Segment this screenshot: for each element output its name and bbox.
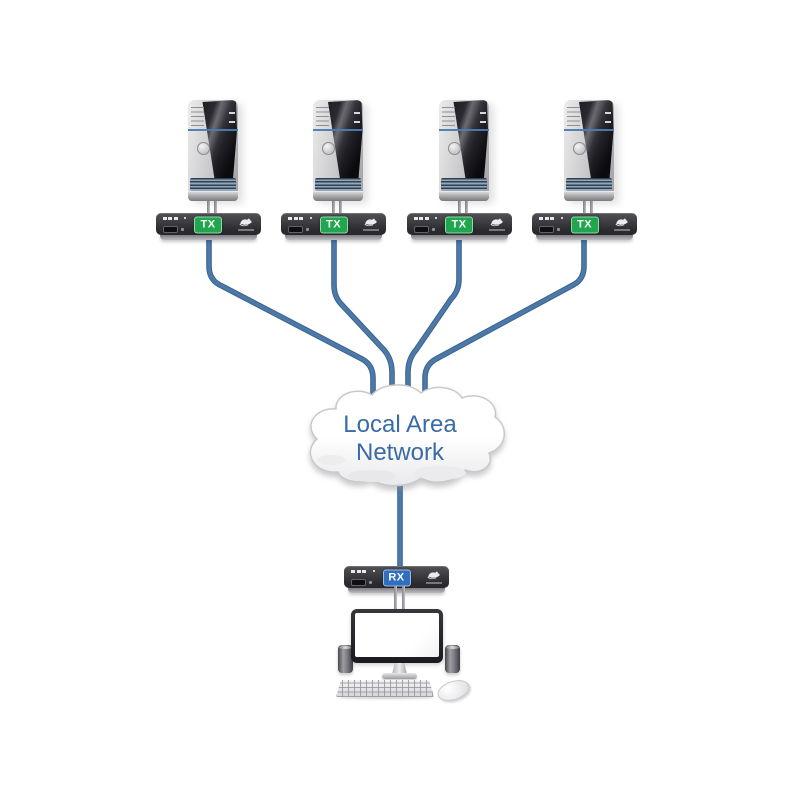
usb-port [413, 226, 435, 233]
logo-caption [426, 582, 442, 584]
tower-bottom-vents [566, 178, 612, 191]
tower-vents [441, 107, 455, 126]
logo-caption [237, 229, 254, 231]
tx-extender: TX [281, 213, 386, 240]
status-leds [162, 217, 186, 220]
tx-badge-label: TX [451, 218, 467, 231]
usb-port [288, 226, 309, 233]
status-leds [288, 217, 312, 220]
tower-base [187, 191, 238, 201]
cloud-shading [348, 470, 396, 482]
tower-base [313, 191, 363, 201]
tower-accent-stripe [313, 129, 363, 131]
ethernet-cables [207, 236, 586, 570]
power-button [322, 142, 335, 155]
tower-vents [190, 107, 204, 126]
tower-bottom-vents [189, 178, 236, 191]
tx-extender: TX [532, 213, 637, 240]
tx-extender: TX [155, 213, 261, 240]
usb-port [539, 226, 560, 233]
cloud-shading [414, 466, 466, 480]
tower-accent-stripe [187, 129, 238, 131]
extender-base [285, 235, 382, 240]
rat-logo-icon [489, 218, 503, 227]
tower-bottom-vents [315, 178, 361, 191]
power-button [196, 142, 210, 155]
rat-logo-icon [238, 218, 252, 227]
cloud-shading [317, 455, 345, 465]
tower-bottom-vents [440, 178, 487, 191]
keyboard [336, 680, 434, 697]
status-leds [413, 217, 437, 220]
tx-badge: TX [194, 216, 222, 233]
monitor-stand-base [382, 673, 417, 679]
rx-badge-label: RX [388, 571, 405, 584]
computer-tower [187, 100, 238, 201]
computer-tower [438, 100, 489, 201]
tx-badge: TX [445, 216, 473, 233]
rat-logo-icon [427, 571, 440, 580]
workstation-unit: TX [406, 100, 512, 248]
speaker-left [338, 645, 353, 673]
tower-accent-stripe [438, 129, 489, 131]
tower-base [564, 191, 614, 201]
tx-badge-label: TX [200, 218, 216, 231]
tower-vents [316, 107, 329, 126]
cloud-shape [309, 384, 505, 487]
keyboard-shadow [338, 696, 434, 699]
tower-vents [567, 107, 580, 126]
tower-base [438, 191, 489, 201]
tx-badge-label: TX [325, 218, 342, 231]
logo-caption [488, 229, 505, 231]
workstation-unit: TX [532, 100, 637, 248]
rat-logo-icon [615, 218, 628, 227]
workstation-unit: TX [155, 100, 261, 248]
rat-logo-icon [364, 218, 377, 227]
cloud-label: Local Area Network [343, 411, 457, 466]
monitor [351, 609, 443, 663]
tx-extender: TX [406, 213, 512, 240]
computer-tower [313, 100, 363, 201]
monitor-stand-neck [392, 663, 407, 674]
tx-badge: TX [570, 216, 599, 233]
power-button [447, 142, 461, 155]
extender-base [536, 235, 633, 240]
rx-badge: RX [382, 569, 411, 586]
usb-port [351, 579, 372, 586]
rx-extender: RX [344, 566, 449, 593]
status-leds [351, 570, 375, 573]
lan-cloud [309, 384, 505, 487]
workstation-unit: TX [281, 100, 386, 248]
power-button [573, 142, 586, 155]
monitor-screen [355, 613, 439, 657]
logo-caption [363, 229, 379, 231]
mouse [434, 676, 473, 705]
extender-base [410, 235, 508, 240]
tx-badge-label: TX [576, 218, 593, 231]
logo-caption [614, 229, 630, 231]
usb-port [162, 226, 184, 233]
extender-base [159, 235, 257, 240]
status-leds [539, 217, 563, 220]
speaker-right [445, 645, 460, 673]
computer-tower [564, 100, 614, 201]
tx-badge: TX [319, 216, 348, 233]
tower-accent-stripe [564, 129, 614, 131]
